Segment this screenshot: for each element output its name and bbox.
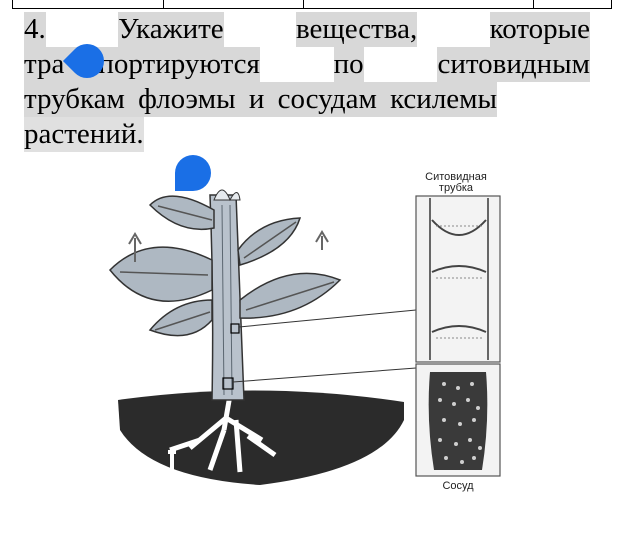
cursor-marker-2[interactable] bbox=[175, 155, 211, 191]
sieve-tube-label: Ситовидная трубка bbox=[425, 171, 487, 194]
arrow-up-left bbox=[128, 232, 142, 262]
roots bbox=[169, 394, 277, 473]
callout-box-lower bbox=[222, 377, 234, 390]
question-line-4: растений. bbox=[24, 117, 144, 152]
table-top-border bbox=[12, 0, 612, 9]
vessel-label: Сосуд bbox=[442, 480, 474, 492]
callout-box-upper bbox=[230, 323, 240, 334]
question-line-3: трубкам флоэмы и сосудам ксилемы bbox=[24, 82, 498, 117]
stem bbox=[209, 194, 245, 401]
arrow-up-right bbox=[315, 230, 329, 250]
flower-bud bbox=[213, 189, 241, 202]
leaf-left-lower bbox=[148, 299, 213, 337]
question-line-1: 4. Укажите вещества, которые bbox=[24, 12, 590, 47]
question-number: 4. bbox=[24, 12, 46, 47]
